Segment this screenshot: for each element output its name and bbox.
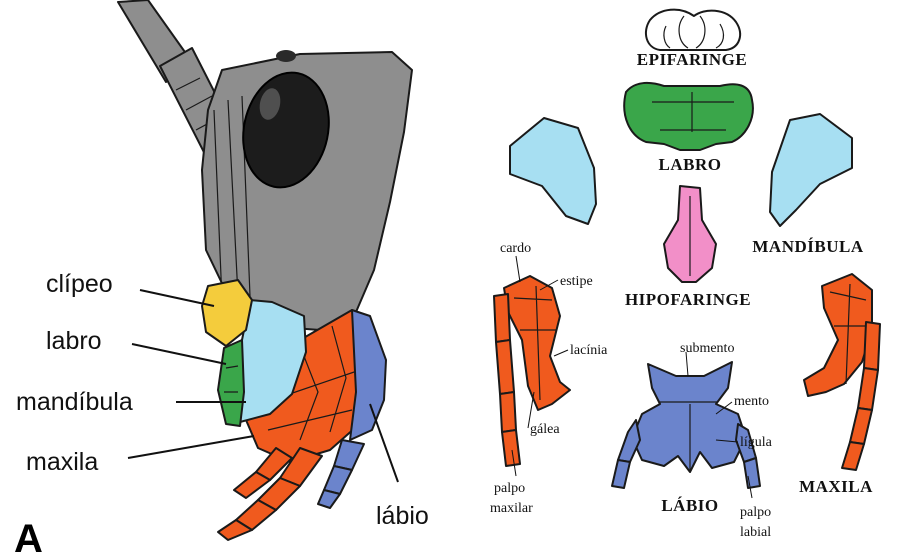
label-mandibula: mandíbula [16,388,133,416]
label-palpo-maxilar-1: palpo [494,481,525,496]
label-labio-right: LÁBIO [661,496,718,515]
left-leader-lines [127,289,399,483]
label-lacinia: lacínia [570,343,608,358]
label-maxila-right: MAXILA [799,477,873,496]
mandibula-left-part [509,117,597,225]
label-palpo-labial-2: labial [740,525,771,540]
clipeo-lateral [201,279,253,347]
mandibula-right-part [769,113,853,227]
maxila-parts-leaders [511,255,569,477]
maxila-right-part [803,273,881,471]
label-labro: labro [46,327,102,355]
panel-letter: A [14,517,43,560]
label-hipofaringe: HIPOFARINGE [625,290,751,309]
label-clipeo: clípeo [46,270,113,298]
label-cardo: cardo [500,241,531,256]
label-estipe: estipe [560,274,593,289]
label-submento: submento [680,341,734,356]
label-maxila: maxila [26,448,98,476]
head-lateral-view [117,0,413,541]
label-galea: gálea [530,422,560,437]
label-mandibula-right: MANDÍBULA [752,237,863,256]
label-labro-right: LABRO [659,155,722,174]
epifaringe-part [644,8,742,51]
label-palpo-maxilar-2: maxilar [490,501,533,516]
labio-lateral [317,309,387,509]
label-mento: mento [734,394,769,409]
label-ligula: lígula [740,435,773,450]
labio-part [611,361,761,489]
label-epifaringe: EPIFARINGE [637,50,747,69]
maxila-lateral [217,309,379,541]
hipofaringe-part [663,185,717,283]
label-labio: lábio [376,502,429,530]
labro-part [623,81,754,151]
labio-parts-leaders [685,351,753,499]
label-palpo-labial-1: palpo [740,505,771,520]
compound-eye [242,50,330,189]
labro-lateral [217,339,245,427]
maxila-left-part [493,275,571,467]
